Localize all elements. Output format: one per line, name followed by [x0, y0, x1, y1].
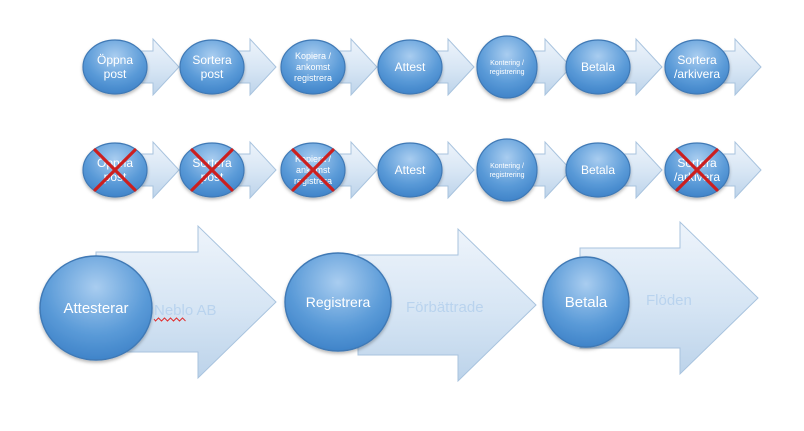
step-label: Attest	[395, 163, 426, 177]
result-step-registrera: Förbättrade Registrera	[284, 227, 537, 383]
step-circle	[280, 39, 346, 95]
result-circle-label: Betala	[565, 294, 608, 311]
result-arrow-label: Förbättrade	[406, 299, 484, 316]
removed-cross-icon	[675, 148, 719, 192]
step-label: Kontering /registrering	[489, 60, 524, 76]
result-circle	[39, 255, 153, 361]
step-circle	[377, 142, 443, 198]
step-label: Sortera/arkivera	[674, 53, 720, 81]
step-circle	[476, 138, 538, 202]
step-circle	[565, 39, 631, 95]
step-label: Betala	[581, 60, 615, 74]
step-betala: Betala	[565, 37, 663, 97]
step-kontering-registrering: Kontering /registrering	[476, 35, 572, 99]
step-betala: Betala	[565, 140, 663, 200]
step-circle	[82, 39, 148, 95]
step-circle	[664, 39, 730, 95]
step-circle	[377, 39, 443, 95]
spellcheck-underline	[153, 317, 186, 322]
result-arrow	[579, 220, 759, 376]
step-sortera-arkivera: Sortera/arkivera	[664, 140, 762, 200]
step-circle	[179, 39, 245, 95]
result-circle-label: Attesterar	[63, 300, 128, 317]
step-label: Kontering /registrering	[489, 163, 524, 179]
result-step-betala: Flöden Betala	[542, 220, 759, 376]
step-sortera-arkivera: Sortera/arkivera	[664, 37, 762, 97]
removed-cross-icon	[190, 148, 234, 192]
removed-cross-icon	[291, 148, 335, 192]
result-circle	[542, 256, 630, 348]
result-arrow-label: Flöden	[646, 292, 692, 309]
step-attest: Attest	[377, 140, 475, 200]
step-label: Attest	[395, 60, 426, 74]
result-arrow-label: Neblo AB	[154, 302, 217, 319]
step-kontering-registrering: Kontering /registrering	[476, 138, 572, 202]
result-circle	[284, 252, 392, 352]
result-step-attesterar: Neblo AB Attesterar	[39, 224, 277, 380]
removed-cross-icon	[93, 148, 137, 192]
step-label: Betala	[581, 163, 615, 177]
result-circle-label: Registrera	[306, 294, 371, 310]
result-arrow	[357, 227, 537, 383]
step-circle	[565, 142, 631, 198]
step-attest: Attest	[377, 37, 475, 97]
step-circle	[476, 35, 538, 99]
